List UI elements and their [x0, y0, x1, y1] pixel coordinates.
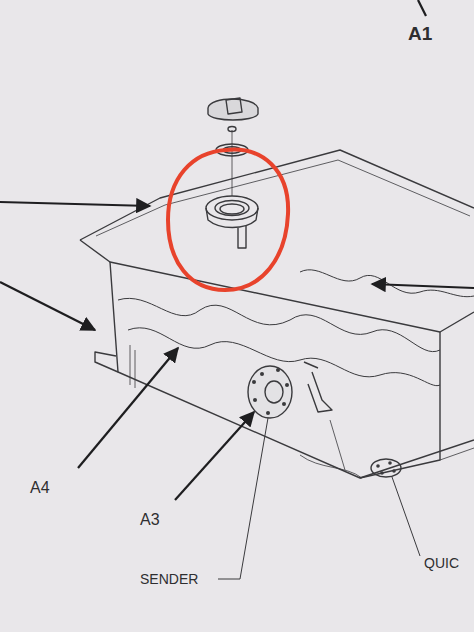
pointer-arrow — [0, 282, 95, 330]
callout-label: A3 — [140, 512, 160, 528]
leader-line — [392, 477, 420, 556]
filler-neck-flange — [206, 196, 258, 220]
tank-top-edge — [80, 150, 474, 240]
fuel-cap — [208, 99, 258, 120]
callout-label: A4 — [30, 480, 50, 496]
pointer-arrow — [418, 0, 426, 16]
leader-line — [218, 418, 268, 579]
callout-label: QUIC — [424, 556, 459, 570]
mounting-flange — [95, 352, 118, 372]
callout-label: SENDER — [140, 572, 198, 586]
sender-arm — [308, 372, 332, 412]
pointer-arrow — [175, 412, 254, 500]
quick-disconnect — [371, 459, 401, 477]
callout-label: A1 — [408, 24, 432, 43]
pointer-arrow — [78, 348, 178, 468]
pointer-arrow — [0, 202, 150, 206]
filler-tube — [238, 226, 246, 248]
sender — [248, 366, 292, 418]
highlight-circle — [168, 150, 288, 290]
pointer-arrow — [372, 284, 474, 288]
o-ring — [228, 127, 236, 132]
